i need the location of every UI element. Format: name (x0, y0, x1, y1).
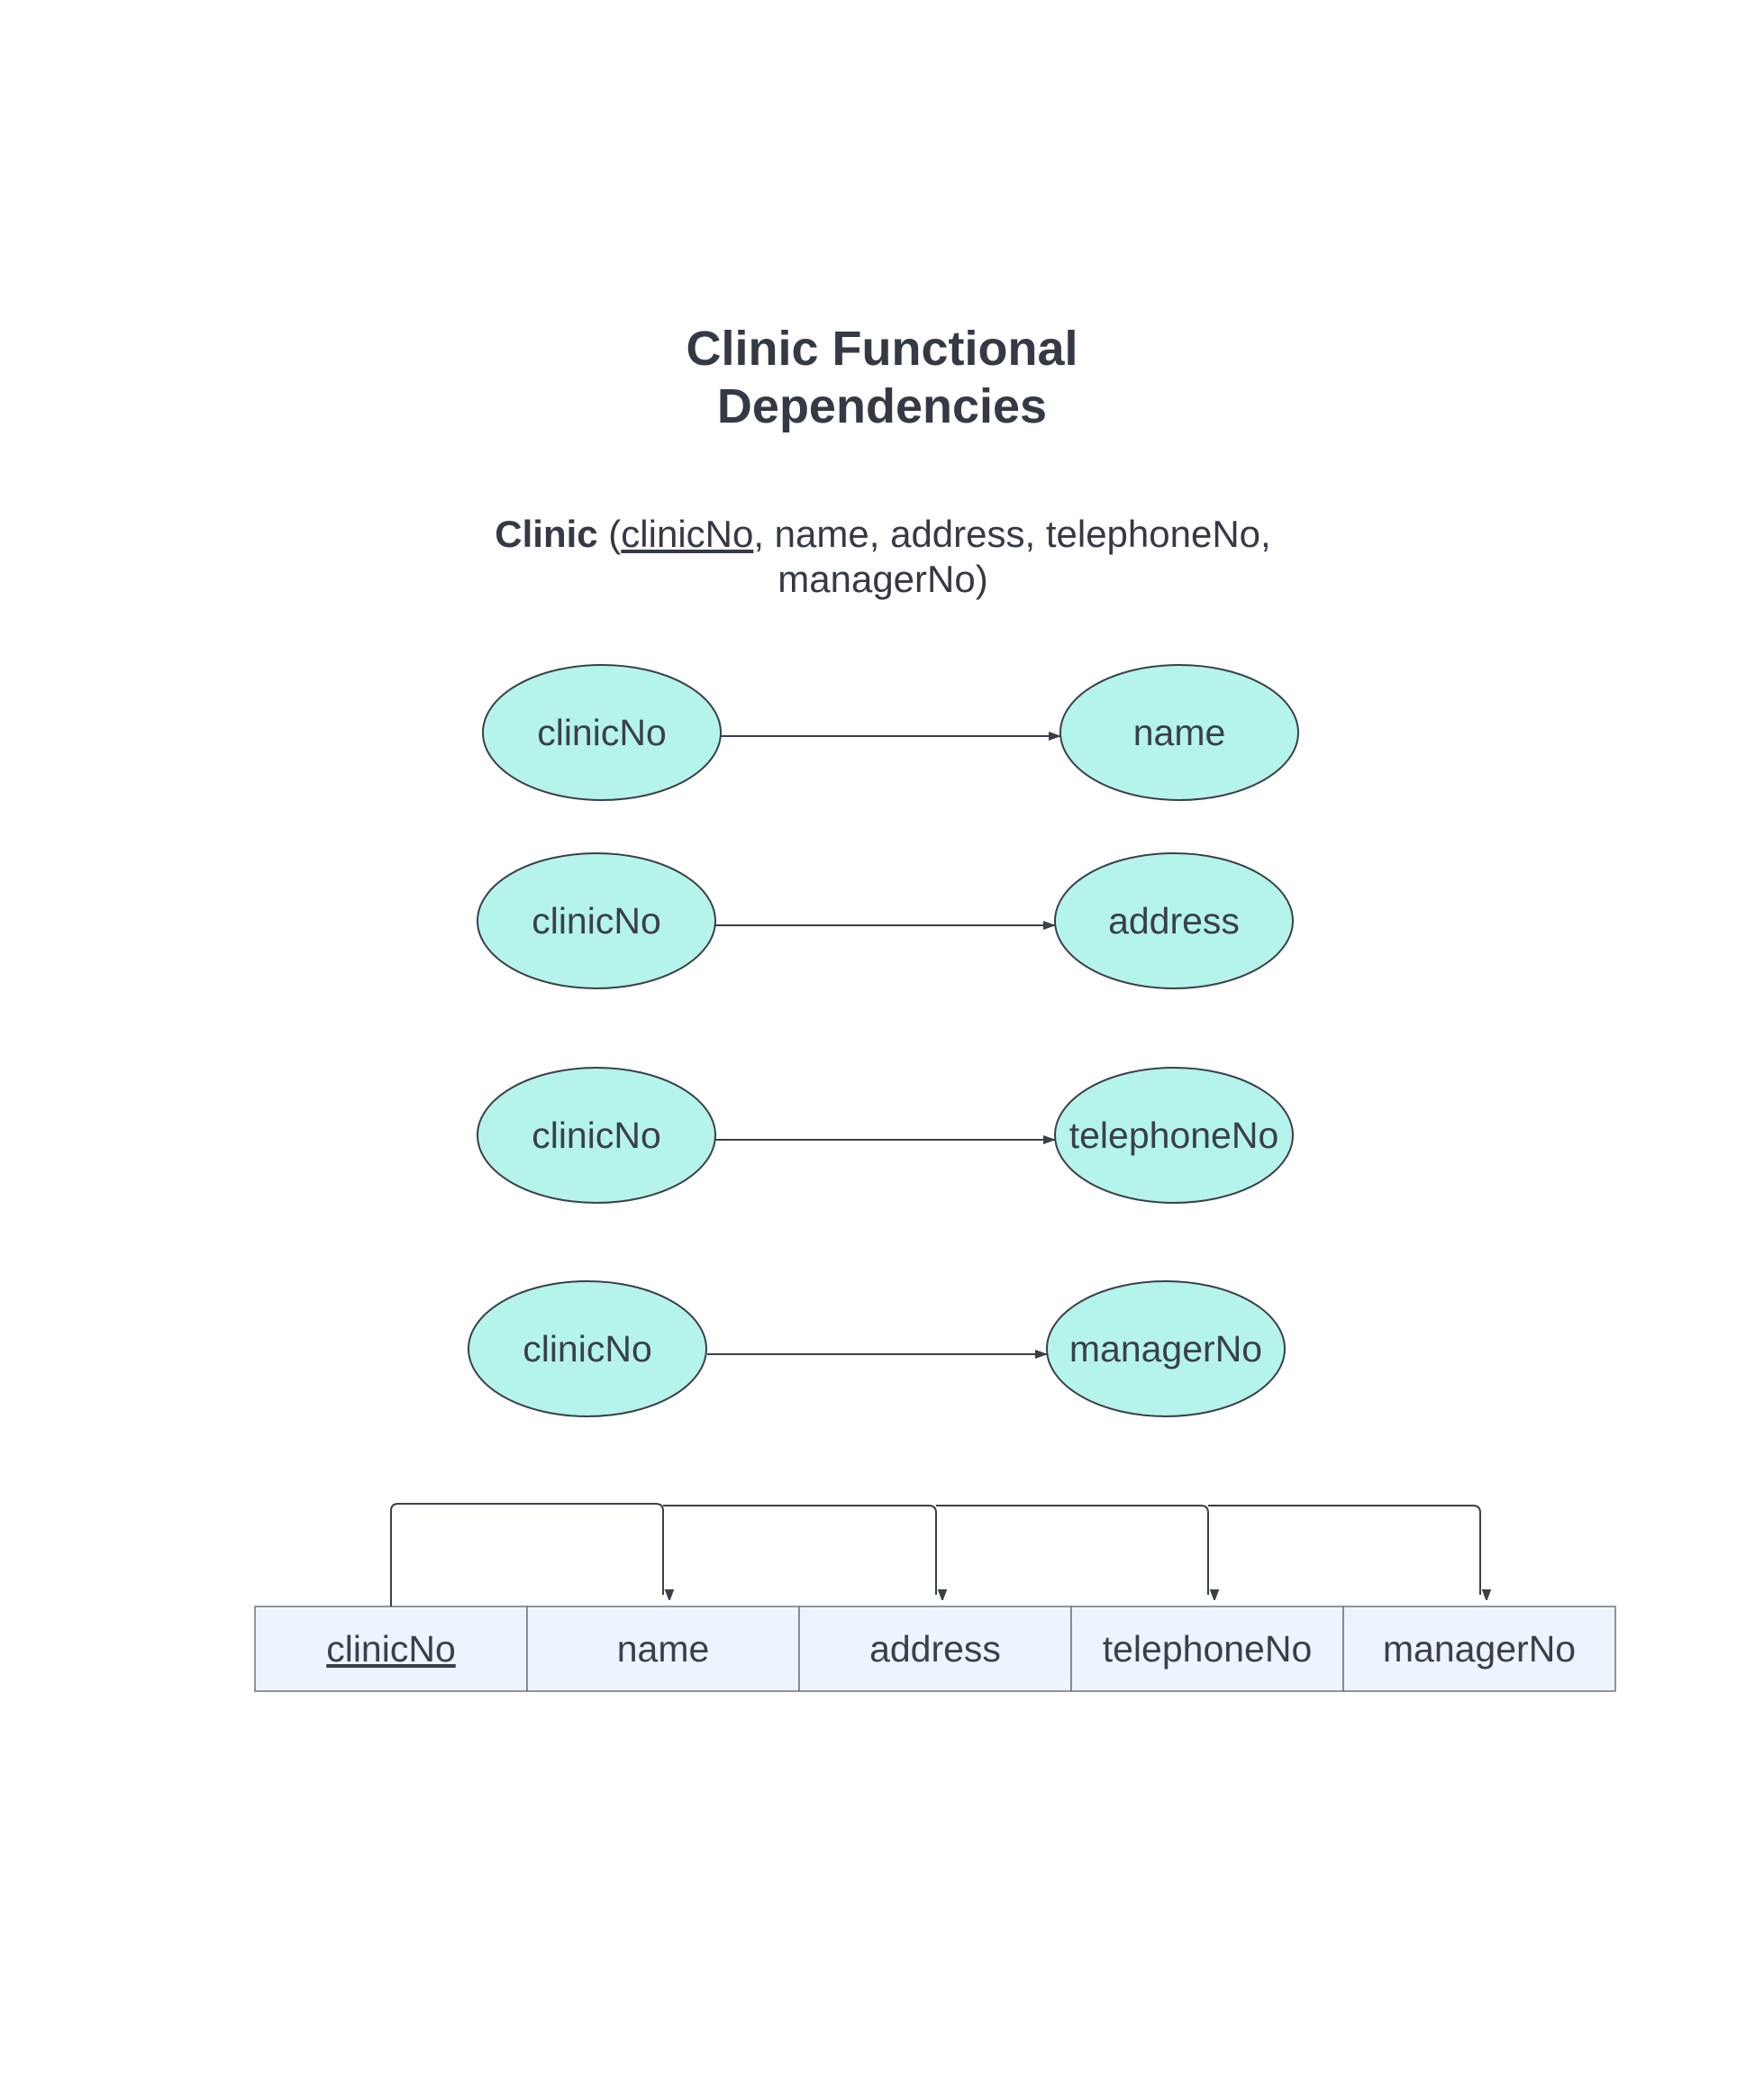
schema-open-paren: ( (597, 513, 622, 555)
table-cell-managerNo (1342, 1606, 1616, 1692)
determinant-label: clinicNo (537, 712, 667, 753)
determinant-label: clinicNo (532, 900, 661, 942)
table-cell-name (526, 1606, 800, 1692)
connector-to-managerNo (1208, 1505, 1480, 1595)
relation-name: Clinic (495, 513, 598, 555)
determinant-ellipse (468, 1280, 707, 1417)
table-header-address: address (869, 1628, 1001, 1670)
dependent-label: telephoneNo (1068, 1115, 1279, 1156)
table-dependency-connectors (390, 1503, 1480, 1606)
determinant-label: clinicNo (532, 1115, 661, 1156)
title-line-2: Dependencies (716, 379, 1048, 433)
schema-primary-key: clinicNo (621, 513, 754, 555)
table-cell-telephoneNo (1070, 1606, 1344, 1692)
dependency-row-1 (482, 664, 1299, 801)
schema-attributes-line-1: , name, address, telephoneNo, (753, 513, 1271, 555)
dependency-row-2 (477, 852, 1294, 989)
table-header-telephoneNo: telephoneNo (1102, 1628, 1313, 1670)
relation-schema: Clinic (clinicNo, name, address, telepho… (432, 512, 1333, 602)
determinant-ellipse (477, 852, 716, 989)
connector-to-telephoneNo (936, 1505, 1208, 1595)
dependency-row-3 (477, 1067, 1294, 1204)
table-cell-address (798, 1606, 1072, 1692)
connector-from-key (390, 1503, 664, 1606)
dependent-ellipse (1046, 1280, 1286, 1417)
determinant-ellipse (477, 1067, 716, 1204)
dependent-label: managerNo (1068, 1328, 1263, 1370)
table-header-managerNo: managerNo (1382, 1628, 1577, 1670)
connector-to-address (663, 1505, 936, 1595)
dependent-label: name (1132, 712, 1226, 753)
relation-table (254, 1606, 1616, 1692)
title-line-1: Clinic Functional (686, 322, 1078, 376)
determinant-ellipse (482, 664, 722, 801)
page-title: Clinic Functional Dependencies (0, 320, 1764, 435)
table-header-name: name (616, 1628, 710, 1670)
table-cell-clinicNo (254, 1606, 528, 1692)
table-header-clinicNo: clinicNo (326, 1628, 456, 1670)
dependency-row-4 (468, 1280, 1286, 1417)
schema-attributes-line-2: managerNo) (777, 558, 988, 600)
determinant-label: clinicNo (523, 1328, 652, 1370)
dependent-label: address (1108, 900, 1240, 942)
